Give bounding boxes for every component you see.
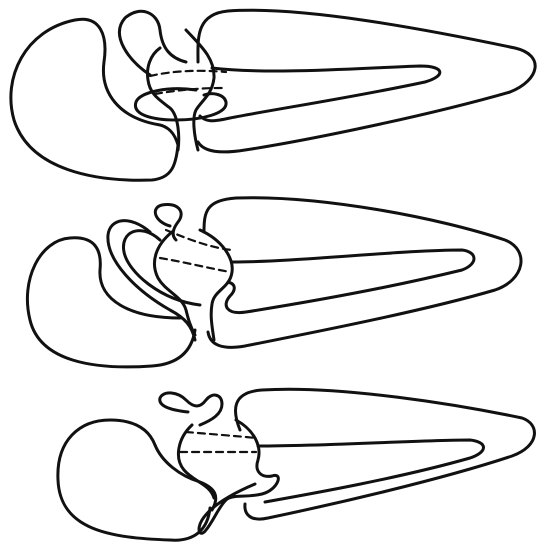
knot-diagram-3 bbox=[58, 389, 535, 540]
inner-left-wrap bbox=[155, 445, 216, 510]
right-tongue-outer bbox=[204, 198, 521, 348]
dashed-strand-1 bbox=[186, 432, 256, 438]
right-tongue-inner bbox=[226, 250, 474, 313]
right-tongue-inner bbox=[258, 440, 484, 502]
right-tongue-inner bbox=[200, 66, 440, 121]
knot-diagram-2 bbox=[27, 198, 521, 367]
left-lobe-curve bbox=[58, 420, 210, 540]
right-tongue-outer bbox=[198, 10, 535, 152]
central-bulb bbox=[178, 420, 278, 533]
lower-inner-loop bbox=[135, 89, 226, 120]
central-bulb bbox=[154, 230, 232, 340]
left-lobe-curve bbox=[27, 238, 195, 367]
knot-diagram-1 bbox=[11, 10, 535, 180]
top-small-loop bbox=[119, 11, 186, 75]
left-lobe-curve bbox=[11, 19, 178, 180]
outer-wrap-curve bbox=[108, 221, 195, 340]
dashed-strand-2 bbox=[160, 258, 230, 272]
small-top-loop bbox=[160, 393, 222, 425]
